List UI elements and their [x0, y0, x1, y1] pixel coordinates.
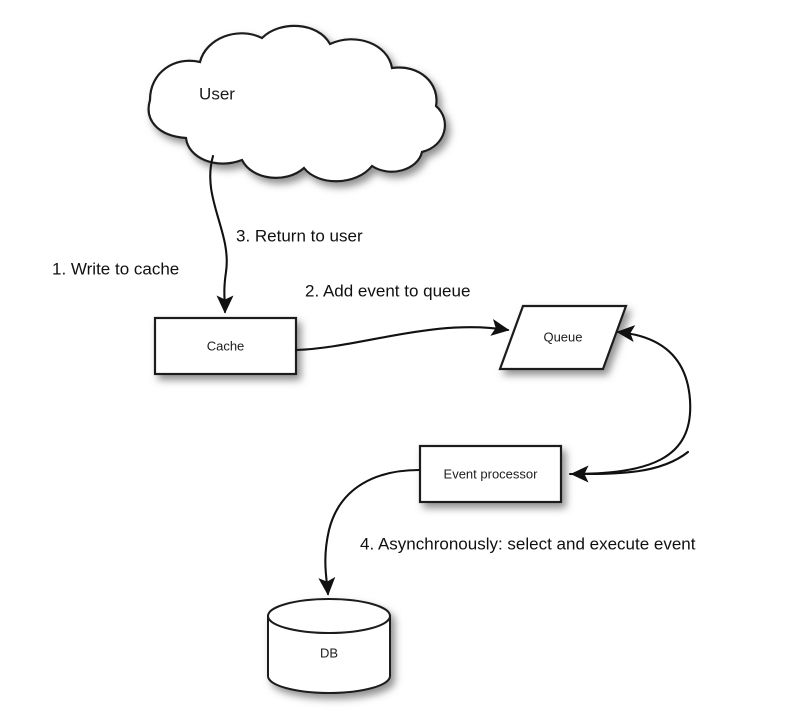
db-cylinder-top — [267, 598, 391, 634]
edge-user-to-cache — [209, 154, 234, 314]
node-user[interactable]: User — [147, 24, 446, 183]
edge-label-write-to-cache: 1. Write to cache — [52, 259, 179, 278]
node-label-user: User — [199, 84, 235, 103]
event-processor-box-shape — [418, 444, 563, 504]
node-label-cache: Cache — [207, 338, 245, 353]
edge-label-add-event-to-queue: 2. Add event to queue — [305, 281, 470, 300]
edge-label-async-select-execute: 4. Asynchronously: select and execute ev… — [360, 534, 696, 553]
edge-processor-to-db — [318, 468, 421, 596]
edge-processor-to-queue — [568, 325, 692, 476]
node-cache[interactable]: Cache — [153, 316, 298, 376]
node-label-queue: Queue — [543, 329, 582, 344]
cache-box-shape — [153, 316, 298, 376]
db-cylinder-body — [267, 615, 391, 694]
edge-cache-to-queue — [294, 319, 510, 352]
edge-queue-to-processor — [570, 450, 690, 483]
node-queue[interactable]: Queue — [498, 304, 628, 371]
node-label-event-processor: Event processor — [444, 466, 539, 481]
cloud-shape — [147, 24, 446, 183]
node-event-processor[interactable]: Event processor — [418, 444, 563, 504]
queue-parallelogram-shape — [498, 304, 628, 371]
edge-label-return-to-user: 3. Return to user — [236, 226, 363, 245]
node-db[interactable]: DB — [267, 598, 391, 694]
node-label-db: DB — [320, 645, 338, 660]
